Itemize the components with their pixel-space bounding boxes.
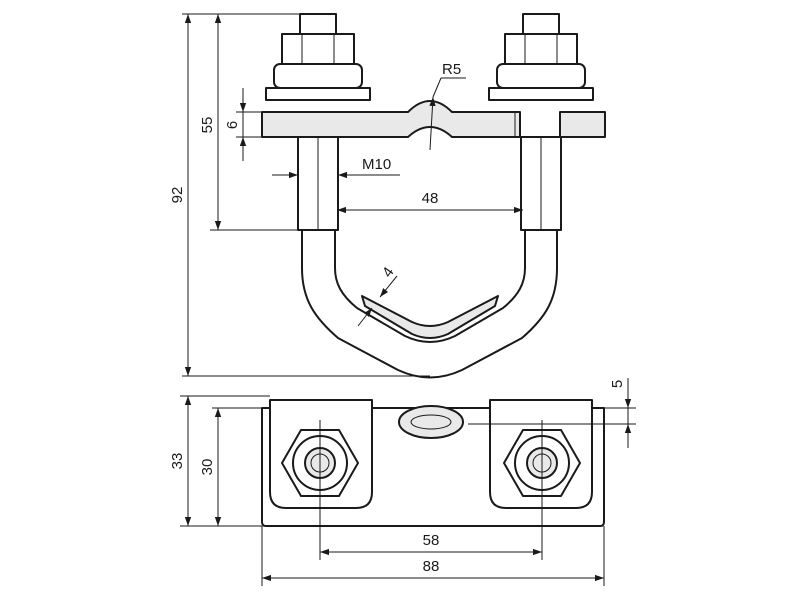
dim-inner-width: 48	[337, 190, 523, 214]
label-outer-depth: 33	[169, 453, 186, 470]
saddle-bar	[361, 295, 499, 339]
plate-fragment	[559, 111, 606, 138]
dim-inner-depth: 30	[199, 407, 262, 526]
dim-thread: M10	[272, 156, 400, 179]
label-bolt-spacing: 58	[423, 532, 440, 549]
label-bolt-length: 55	[199, 117, 216, 134]
clamp-plate	[261, 100, 521, 138]
center-slot	[398, 405, 464, 439]
dim-radius: R5	[429, 61, 466, 151]
right-bolt	[488, 13, 594, 231]
label-total-length: 88	[423, 558, 440, 575]
label-thread: M10	[362, 156, 391, 173]
side-view: 92 55 6 R5 M10	[169, 13, 606, 379]
label-total-height: 92	[169, 187, 186, 204]
left-bolt	[265, 13, 371, 231]
label-edge: 5	[609, 380, 626, 388]
top-view: 5 33 30 58 88	[169, 378, 636, 586]
dim-plate-thickness: 6	[224, 88, 264, 161]
label-inner-width: 48	[422, 190, 439, 207]
dim-total-height: 92	[169, 13, 430, 377]
label-radius: R5	[442, 61, 461, 78]
u-bolt	[301, 229, 558, 379]
dim-outer-depth: 33	[169, 395, 270, 527]
dim-total-length: 88	[261, 526, 605, 586]
label-plate-thickness: 6	[224, 121, 241, 129]
dim-bolt-length: 55	[199, 14, 300, 231]
dim-bolt-spacing: 58	[320, 532, 542, 556]
label-inner-depth: 30	[199, 459, 216, 476]
dim-edge: 5	[468, 378, 636, 448]
